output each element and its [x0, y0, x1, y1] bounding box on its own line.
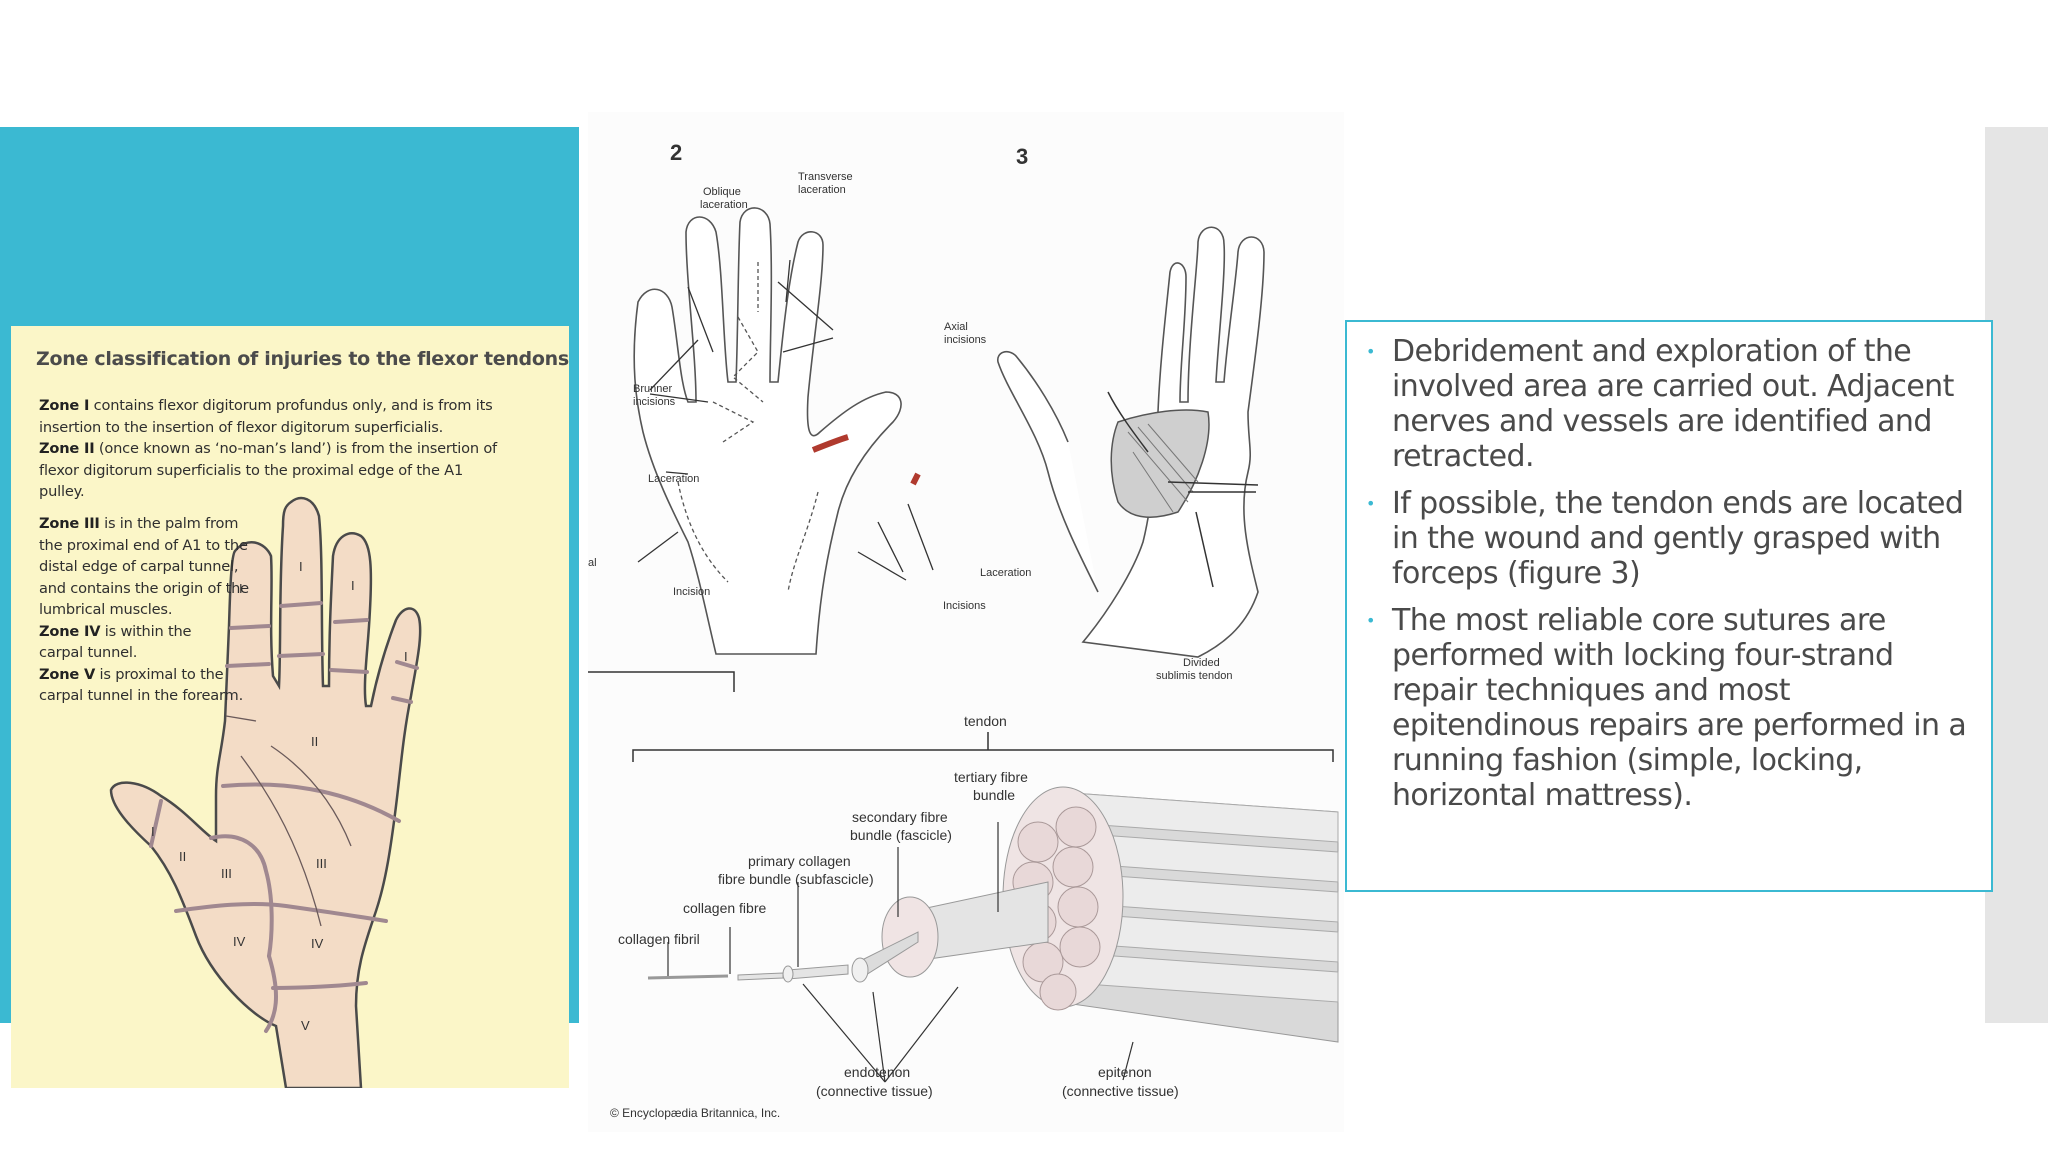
zone3-line5: lumbrical muscles.: [39, 601, 173, 618]
hand-label-zone1-finger4: I: [404, 649, 408, 664]
label-brunner-2: incisions: [633, 396, 676, 408]
hand-outline: [109, 496, 422, 1088]
zone5-line1: is proximal to the: [95, 665, 224, 683]
zone4-lead: Zone IV: [39, 622, 101, 640]
zone3-line1: is in the palm from: [99, 515, 239, 532]
zone-classification-panel: I I I I I II II III III IV IV V Zone cla…: [0, 127, 579, 1088]
zone4-line1: is within the: [100, 622, 192, 640]
bullet-text-1: Debridement and exploration of the invol…: [1392, 334, 1954, 474]
hand-label-zone3-thenar: III: [221, 866, 232, 881]
figure2-laceration-a: [811, 434, 849, 453]
figure2-laceration-b: [910, 472, 921, 486]
label-primary-2: fibre bundle (subfascicle): [718, 871, 874, 887]
hand-label-zone1-finger1: I: [239, 581, 243, 596]
bullet-textbox: • Debridement and exploration of the invo…: [1345, 320, 1993, 892]
zone3-line2: the proximal end of A1 to the: [39, 536, 248, 554]
label-transverse-2: laceration: [798, 184, 846, 196]
label-endotenon-2: (connective tissue): [816, 1083, 933, 1099]
zone2-lead: Zone II: [39, 440, 95, 457]
hand-label-zone5: V: [301, 1018, 310, 1033]
label-incision: Incision: [673, 586, 710, 598]
bullet-list: • Debridement and exploration of the invo…: [1363, 334, 1983, 825]
figures-area: 2 3 Oblique laceration Transverse lacera…: [588, 112, 1344, 1132]
figure3-wound: [1110, 409, 1210, 518]
bullet-text-3: The most reliable core sutures are perfo…: [1392, 603, 1967, 813]
label-tertiary-1: tertiary fibre: [954, 769, 1028, 785]
zone4-line2: carpal tunnel.: [39, 644, 138, 661]
right-edge-bar: [1985, 127, 2048, 1023]
zone-text-left: Zone III is in the palm from the proxima…: [39, 513, 279, 707]
hand-label-zone1-thumb: I: [151, 824, 155, 839]
label-endotenon-1: endotenon: [844, 1064, 910, 1080]
hand-label-zone4-b: IV: [311, 936, 324, 951]
label-secondary-2: bundle (fascicle): [850, 827, 952, 843]
figure-num-2: 2: [670, 140, 682, 165]
zone1-line1: contains flexor digitorum profundus only…: [89, 397, 493, 414]
label-secondary-1: secondary fibre: [852, 809, 948, 825]
zone3-line3: distal edge of carpal tunnel,: [39, 558, 239, 575]
bullet-item: • If possible, the tendon ends are locate…: [1363, 486, 1983, 591]
bullet-text-2: If possible, the tendon ends are located…: [1392, 486, 1964, 591]
label-primary-1: primary collagen: [748, 853, 851, 869]
bullet-item: • The most reliable core sutures are perf…: [1363, 603, 1983, 813]
label-brunner-1: Brunner: [633, 383, 672, 395]
zone2-line2: flexor digitorum superficialis to the pr…: [39, 461, 464, 479]
hand-label-zone1-finger3: I: [351, 578, 355, 593]
figures-svg: 2 3 Oblique laceration Transverse lacera…: [588, 140, 1339, 1120]
bullet-item: • Debridement and exploration of the invo…: [1363, 334, 1983, 474]
label-axial-2: incisions: [944, 334, 987, 346]
hand-zones-illustration: I I I I I II II III III IV IV V: [109, 496, 422, 1088]
zone3-line4: and contains the origin of the: [39, 579, 249, 597]
bullet-dot-icon: •: [1366, 342, 1375, 361]
zone3-lead: Zone III: [39, 515, 100, 532]
tendon-bracket: [632, 732, 1334, 762]
hand-label-zone4-a: IV: [233, 934, 246, 949]
label-laceration-a: Laceration: [648, 473, 699, 485]
hand-label-zone3-palm: III: [316, 856, 327, 871]
label-divided-2: sublimis tendon: [1156, 670, 1232, 682]
label-collagen-fibre: collagen fibre: [683, 900, 766, 916]
label-tendon: tendon: [964, 713, 1007, 729]
tendon-illustration: [647, 786, 1339, 1043]
zone-title: Zone classification of injuries to the f…: [36, 348, 569, 370]
zone1-lead: Zone I: [39, 397, 90, 414]
zone-text-top: Zone I contains flexor digitorum profund…: [39, 395, 559, 503]
label-collagen-fibril: collagen fibril: [618, 931, 700, 947]
hand-label-zone2-thumb: II: [179, 849, 186, 864]
label-laceration-b: Laceration: [980, 567, 1031, 579]
figure2-incisions: [677, 262, 819, 593]
label-epitenon-2: (connective tissue): [1062, 1083, 1179, 1099]
zone1-line2: insertion to the insertion of flexor dig…: [39, 418, 444, 436]
label-epitenon-1: epitenon: [1098, 1064, 1152, 1080]
zone2-line1: (once known as ‘no-man’s land’) is from …: [94, 440, 497, 457]
zone-classification-card: I I I I I II II III III IV IV V Zone cla…: [11, 326, 569, 1088]
label-oblique-2: laceration: [700, 199, 748, 211]
label-copyright: © Encyclopædia Britannica, Inc.: [610, 1106, 780, 1120]
figure-bracket-fragment: [588, 671, 735, 692]
label-oblique-1: Oblique: [703, 186, 741, 198]
hand-label-zone2-palm: II: [311, 734, 318, 749]
bullet-dot-icon: •: [1366, 611, 1375, 630]
hand-label-zone1-finger2: I: [299, 559, 303, 574]
zone5-lead: Zone V: [39, 665, 96, 683]
label-tertiary-2: bundle: [973, 787, 1015, 803]
zone5-line2: carpal tunnel in the forearm.: [39, 687, 244, 704]
bullet-dot-icon: •: [1366, 494, 1375, 513]
label-transverse-1: Transverse: [798, 171, 853, 183]
zone2-line3: pulley.: [39, 483, 85, 500]
label-fragment: al: [588, 557, 597, 569]
label-axial-1: Axial: [944, 321, 968, 333]
figure-num-3: 3: [1016, 144, 1028, 169]
label-divided-1: Divided: [1183, 657, 1220, 669]
label-incisions: Incisions: [943, 600, 986, 612]
